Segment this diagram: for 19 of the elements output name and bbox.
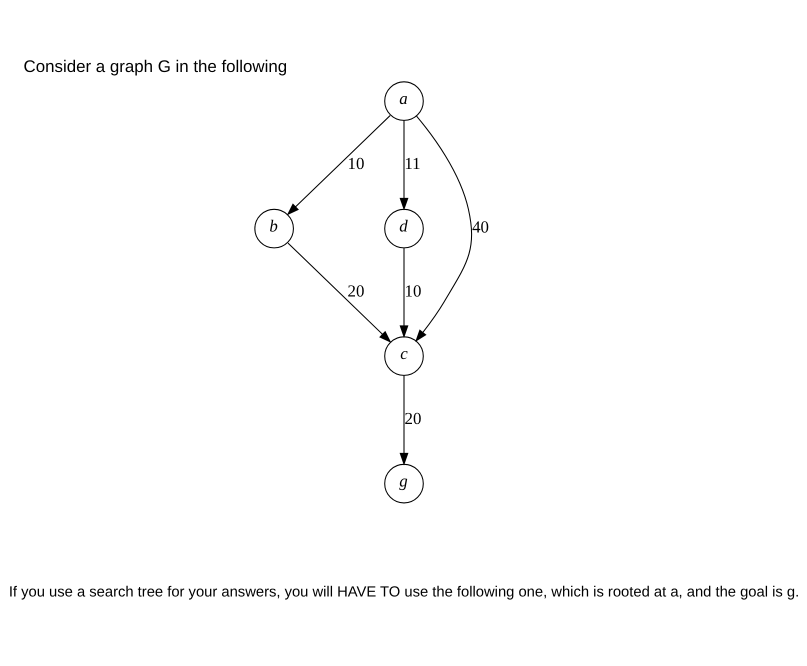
edge-label: 10 xyxy=(347,154,364,173)
arrow xyxy=(399,376,408,466)
caption: If you use a search tree for your answers, you will HAVE TO use the following one, which is rooted at a, and the goal is g. xyxy=(8,584,799,601)
node-circle: d xyxy=(384,208,424,248)
edge-label: 10 xyxy=(404,281,421,300)
arrow xyxy=(287,242,391,343)
edge-label: 20 xyxy=(404,408,421,428)
arrow xyxy=(399,248,408,338)
arrow xyxy=(286,115,390,216)
node-circle: a xyxy=(384,81,424,121)
node-circle: c xyxy=(384,336,424,376)
edge-label: 11 xyxy=(404,154,420,173)
node-circle: g xyxy=(384,464,424,504)
diagram-title: Consider a graph G in the following xyxy=(23,56,287,76)
arrow xyxy=(414,116,472,342)
node-circle: b xyxy=(254,208,294,248)
edge-label: 40 xyxy=(472,218,488,237)
edge-label: 20 xyxy=(347,281,364,300)
arrow xyxy=(399,120,408,211)
